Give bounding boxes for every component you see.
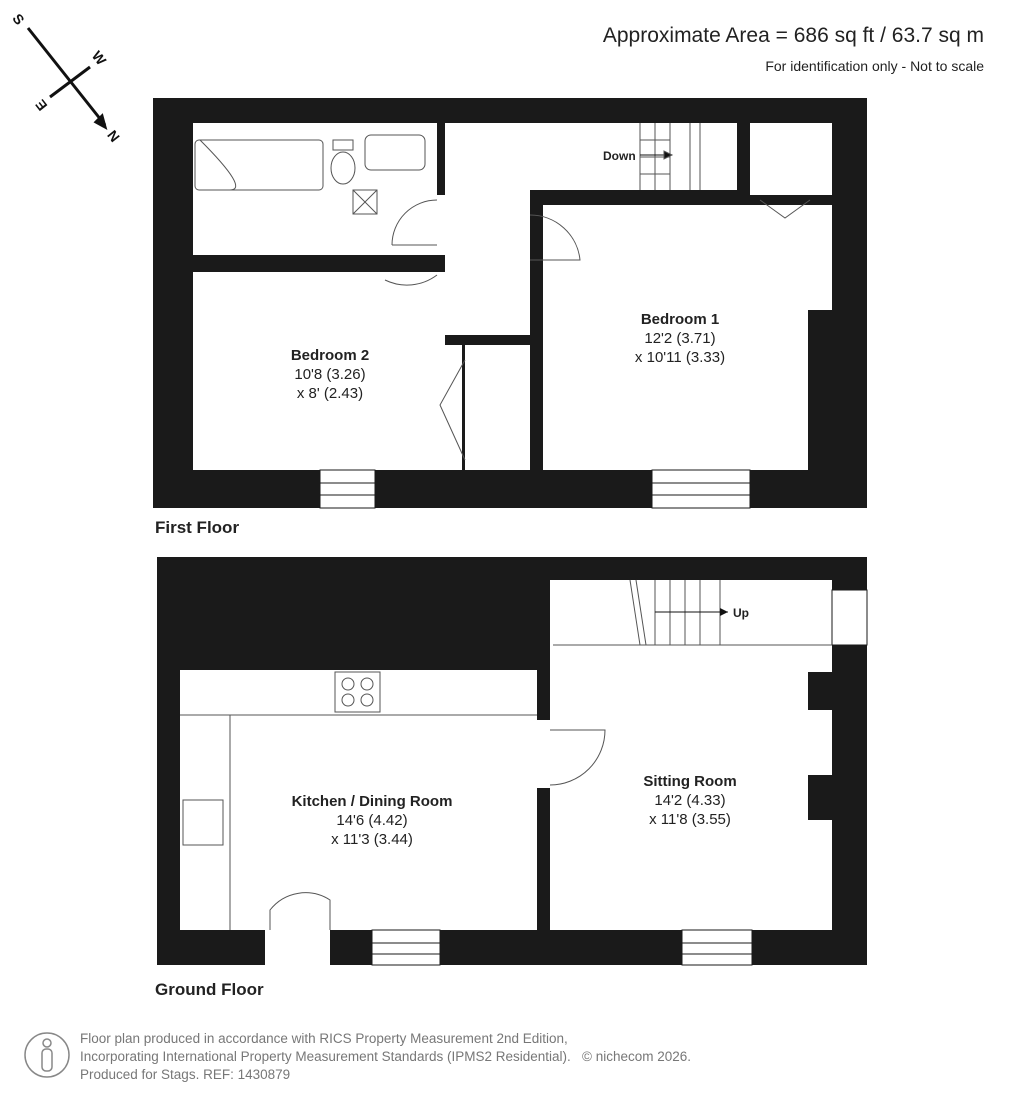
room-dim: 14'2 (4.33) <box>654 792 726 809</box>
room-dim: x 8' (2.43) <box>296 385 364 402</box>
copyright: © nichecom 2026. <box>582 1049 692 1064</box>
room-name: Bedroom 2 <box>290 347 370 364</box>
room-name: Kitchen / Dining Room <box>291 793 453 810</box>
room-dim: 10'8 (3.26) <box>294 366 366 383</box>
room-kitchen-dining: Kitchen / Dining Room 14'6 (4.42) x 11'3… <box>292 792 453 849</box>
ground-floor-label: Ground Floor <box>155 980 264 999</box>
room-dim: x 11'8 (3.55) <box>649 811 731 828</box>
ground-floor-plan: Up <box>157 557 868 966</box>
compass-e: E <box>32 97 50 114</box>
footer-line-1: Floor plan produced in accordance with R… <box>80 1031 568 1046</box>
room-name: Bedroom 1 <box>640 311 720 328</box>
identification-note: For identification only - Not to scale <box>765 58 984 74</box>
first-floor-label: First Floor <box>155 518 240 537</box>
room-dim: x 10'11 (3.33) <box>634 349 726 366</box>
room-bedroom-2: Bedroom 2 10'8 (3.26) x 8' (2.43) <box>291 346 369 403</box>
person-icon <box>24 1032 70 1078</box>
footer-line-2: Incorporating International Property Mea… <box>80 1049 571 1064</box>
approximate-area: Approximate Area = 686 sq ft / 63.7 sq m <box>602 24 984 47</box>
room-dim: 14'6 (4.42) <box>336 812 408 829</box>
compass-s: S <box>9 11 27 28</box>
room-bedroom-1: Bedroom 1 12'2 (3.71) x 10'11 (3.33) <box>635 310 725 367</box>
footer-line-3: Produced for Stags. REF: 1430879 <box>80 1067 291 1082</box>
footer-disclaimer: Floor plan produced in accordance with R… <box>80 1030 691 1084</box>
stairs-down-label: Down <box>603 149 636 163</box>
first-floor-plan: Down <box>153 98 867 509</box>
room-dim: 12'2 (3.71) <box>644 330 716 347</box>
room-name: Sitting Room <box>643 773 737 790</box>
room-dim: x 11'3 (3.44) <box>331 831 413 848</box>
stairs-up-label: Up <box>733 606 749 620</box>
compass-icon <box>26 27 108 131</box>
room-sitting-room: Sitting Room 14'2 (4.33) x 11'8 (3.55) <box>643 772 736 829</box>
compass-w: W <box>89 48 110 69</box>
compass-n: N <box>104 127 123 145</box>
